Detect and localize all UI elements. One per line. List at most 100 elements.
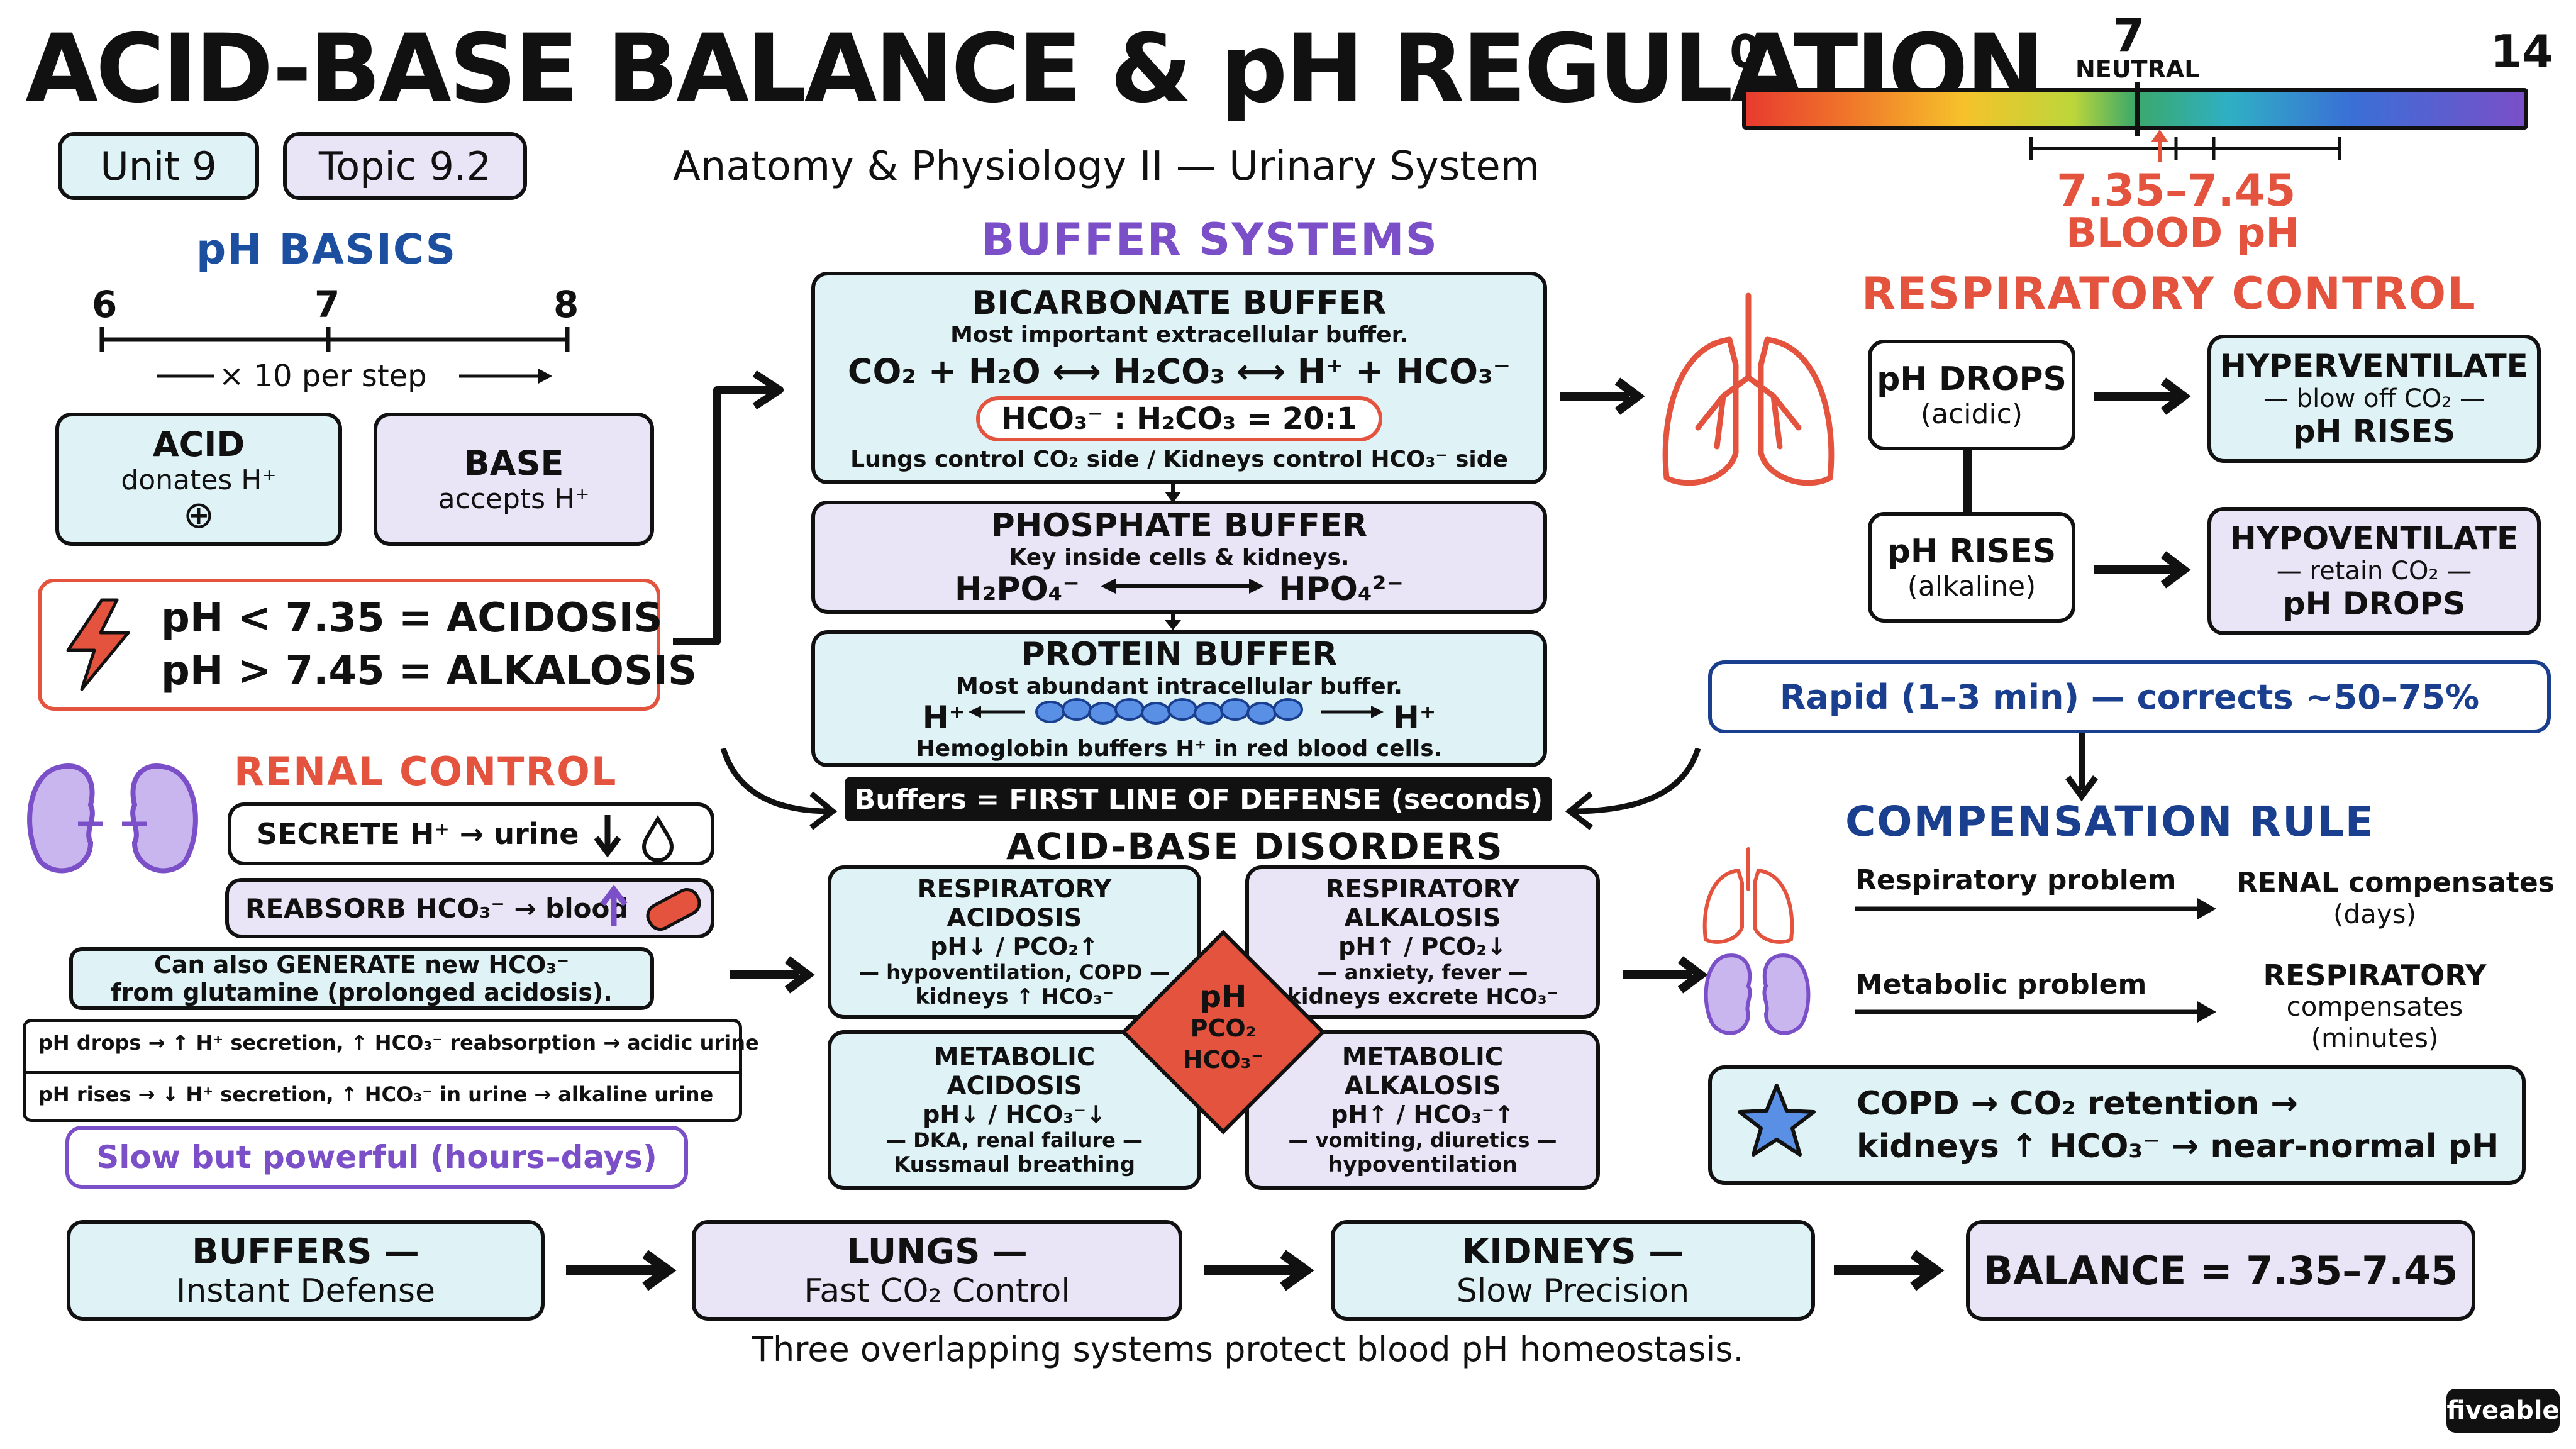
- arrow-disorders-to-compensation: [1623, 956, 1708, 994]
- hyper-sub: — blow off CO₂ —: [2263, 384, 2485, 413]
- ph-drops-box: pH DROPS (acidic): [1868, 340, 2075, 450]
- resp-comp-min: (minutes): [2311, 1023, 2439, 1053]
- arrow-summary-1: [566, 1250, 677, 1291]
- neutral-marker: [2135, 82, 2140, 136]
- footer-caption: Three overlapping systems protect blood …: [752, 1330, 1744, 1369]
- renal-comp-days: (days): [2333, 899, 2416, 930]
- arrow-renal-to-banner: [720, 747, 838, 830]
- hypo-title: HYPOVENTILATE: [2229, 520, 2519, 557]
- ma-line1: pH↓ / HCO₃⁻↓: [923, 1101, 1106, 1128]
- arrow-drops-to-hyper: [2094, 377, 2191, 415]
- rapid-label: Rapid (1–3 min) — corrects ~50–75%: [1779, 677, 2480, 717]
- table-row: pH drops → ↑ H⁺ secretion, ↑ HCO₃⁻ reabs…: [38, 1031, 759, 1055]
- arrow-buffers-to-lungs: [1560, 377, 1645, 415]
- phosphate-buffer-box: PHOSPHATE BUFFER Key inside cells & kidn…: [811, 501, 1547, 614]
- bicarb-sub: Most important extracellular buffer.: [950, 321, 1408, 348]
- slow-box: Slow but powerful (hours–days): [65, 1126, 688, 1189]
- phos-left: H₂PO₄⁻: [955, 570, 1080, 608]
- resp-comp-label2: compensates: [2286, 991, 2463, 1022]
- arrow-rises-to-hypo: [2094, 551, 2191, 589]
- generate-line2: from glutamine (prolonged acidosis).: [111, 979, 613, 1006]
- bicarbonate-buffer-box: BICARBONATE BUFFER Most important extrac…: [811, 272, 1547, 484]
- hyper-result: pH RISES: [2292, 413, 2456, 450]
- hyperventilate-box: HYPERVENTILATE — blow off CO₂ — pH RISES: [2207, 335, 2541, 463]
- kidneys-icon: [27, 763, 198, 874]
- lightning-icon: [66, 598, 130, 691]
- arrow-bicarb-to-phos: [1165, 484, 1181, 503]
- reabsorb-box: REABSORB HCO₃⁻ → blood: [225, 878, 714, 938]
- metabolic-alkalosis-box: METABOLIC ALKALOSIS pH↑ / HCO₃⁻↑ — vomit…: [1245, 1030, 1600, 1190]
- secrete-label: SECRETE H⁺ → urine: [257, 817, 579, 851]
- hyper-title: HYPERVENTILATE: [2220, 348, 2528, 384]
- acid-text: donates H⁺: [121, 464, 277, 496]
- diamond-labels: pH PCO₂ HCO₃⁻: [1151, 981, 1296, 1075]
- hypo-sub: — retain CO₂ —: [2276, 557, 2472, 586]
- resp-comp-label: RESPIRATORY: [2263, 958, 2487, 992]
- arrow-meta-problem: [1855, 1001, 2216, 1023]
- base-title: BASE: [464, 443, 564, 483]
- respiratory-acidosis-box: RESPIRATORY ACIDOSIS pH↓ / PCO₂↑ — hypov…: [828, 865, 1201, 1019]
- ph-basics-title: pH BASICS: [196, 225, 457, 274]
- topic-badge: Topic 9.2: [283, 132, 527, 200]
- ph-rises-label: pH RISES: [1887, 532, 2057, 570]
- diamond-ph: pH: [1199, 979, 1247, 1014]
- star-icon: [1738, 1084, 1816, 1157]
- scale-min: 0: [1729, 25, 1762, 78]
- mal-line1: pH↑ / HCO₃⁻↑: [1331, 1101, 1514, 1128]
- brand-logo: fiveable: [2446, 1389, 2560, 1433]
- summary-buffers-title: BUFFERS —: [192, 1231, 419, 1272]
- meta-problem-label: Metabolic problem: [1855, 969, 2147, 1001]
- blood-ph-label: BLOOD pH: [2066, 210, 2299, 257]
- summary-lungs: LUNGS — Fast CO₂ Control: [692, 1220, 1182, 1321]
- plus-icon: ⊕: [182, 493, 215, 537]
- ma-title: METABOLIC ACIDOSIS: [933, 1043, 1096, 1101]
- ra-line1: pH↓ / PCO₂↑: [930, 933, 1099, 960]
- prot-note: Hemoglobin buffers H⁺ in red blood cells…: [916, 736, 1443, 762]
- renal-comp-block: RENAL compensates (days): [2236, 867, 2555, 930]
- arrow-summary-3: [1834, 1250, 1945, 1291]
- prot-equation: H⁺ H⁺: [923, 699, 1436, 736]
- summary-kidneys-sub: Slow Precision: [1456, 1272, 1690, 1310]
- ph-drops-sub: (acidic): [1920, 397, 2023, 430]
- ma-line3: Kussmaul breathing: [893, 1152, 1136, 1177]
- respiratory-control-title: RESPIRATORY CONTROL: [1862, 268, 2477, 319]
- resp-comp-block: RESPIRATORY compensates (minutes): [2236, 960, 2513, 1054]
- summary-buffers: BUFFERS — Instant Defense: [67, 1220, 545, 1321]
- acidosis-rule: pH < 7.35 = ACIDOSIS: [161, 595, 663, 641]
- summary-balance-label: BALANCE = 7.35–7.45: [1983, 1247, 2458, 1294]
- lungs-icon: [1662, 292, 1835, 486]
- mal-title: METABOLIC ALKALOSIS: [1341, 1043, 1504, 1101]
- droplet-icon: [641, 815, 674, 862]
- ph-rises-box: pH RISES (alkaline): [1868, 512, 2075, 623]
- ph-rises-sub: (alkaline): [1907, 570, 2036, 602]
- ral-line1: pH↑ / PCO₂↓: [1338, 933, 1507, 960]
- ra-line3: kidneys ↑ HCO₃⁻: [915, 984, 1114, 1009]
- mal-line3: hypoventilation: [1328, 1152, 1518, 1177]
- bicarb-note: Lungs control CO₂ side / Kidneys control…: [850, 446, 1508, 472]
- prot-sub: Most abundant intracellular buffer.: [956, 674, 1402, 699]
- base-text: accepts H⁺: [438, 483, 590, 515]
- secrete-down-arrow: [594, 815, 674, 862]
- copd-box: COPD → CO₂ retention → kidneys ↑ HCO₃⁻ →…: [1708, 1065, 2526, 1185]
- rapid-box: Rapid (1–3 min) — corrects ~50–75%: [1708, 660, 2551, 733]
- first-line-banner: Buffers = FIRST LINE OF DEFENSE (seconds…: [845, 777, 1552, 821]
- arrow-phos-to-protein: [1165, 614, 1181, 630]
- slow-label: Slow but powerful (hours–days): [96, 1139, 657, 1175]
- summary-buffers-sub: Instant Defense: [176, 1272, 435, 1310]
- summary-lungs-title: LUNGS —: [847, 1231, 1028, 1272]
- phos-title: PHOSPHATE BUFFER: [991, 506, 1368, 545]
- diamond-pco2: PCO₂: [1190, 1014, 1257, 1042]
- hemoglobin-chain-icon: [969, 698, 1384, 724]
- arrow-summary-2: [1204, 1250, 1314, 1291]
- lungs-small-icon: [1702, 847, 1794, 944]
- page-subtitle: Anatomy & Physiology II — Urinary System: [673, 143, 1540, 190]
- arrow-renal-to-disorders: [730, 956, 815, 994]
- generate-line1: Can also GENERATE new HCO₃⁻: [153, 951, 570, 979]
- topic-label: Topic 9.2: [318, 143, 492, 189]
- phos-sub: Key inside cells & kidneys.: [1009, 544, 1350, 570]
- summary-balance: BALANCE = 7.35–7.45: [1966, 1220, 2475, 1321]
- renal-response-table: pH drops → ↑ H⁺ secretion, ↑ HCO₃⁻ reabs…: [23, 1019, 759, 1122]
- ral-line3: kidneys excrete HCO₃⁻: [1287, 984, 1558, 1009]
- reabsorb-label: REABSORB HCO₃⁻ → blood: [245, 892, 629, 924]
- phos-equation: H₂PO₄⁻ HPO₄²⁻: [955, 570, 1404, 608]
